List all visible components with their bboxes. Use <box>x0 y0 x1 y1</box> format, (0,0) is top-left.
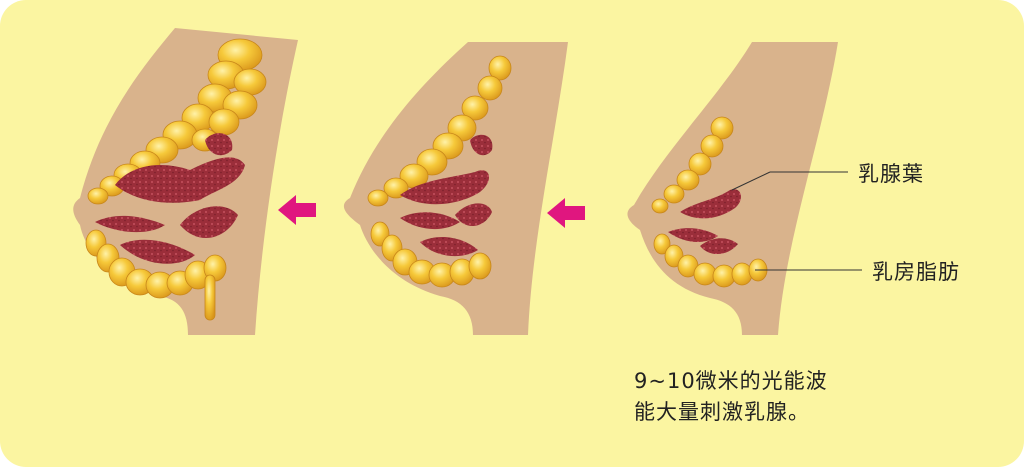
breast-small-skin <box>627 42 838 335</box>
arrow-left-1 <box>278 195 316 225</box>
caption-line-1: 9~10微米的光能波 <box>634 369 828 393</box>
breast-small-fat <box>651 116 768 288</box>
breast-medium-fat <box>367 55 512 288</box>
caption-line-2: 能大量刺激乳腺。 <box>634 400 810 424</box>
breast-medium-gland <box>400 134 493 257</box>
breast-large <box>73 28 298 335</box>
breast-medium <box>343 42 568 335</box>
caption: 9~10微米的光能波 能大量刺激乳腺。 <box>634 366 828 428</box>
breast-small-gland <box>668 189 742 255</box>
breast-small <box>627 42 838 335</box>
label-mammary-lobe: 乳腺葉 <box>858 162 924 186</box>
leader-line-mammary-lobe <box>731 171 771 191</box>
breast-large-gland <box>95 133 245 264</box>
arrow-left-2 <box>547 198 585 228</box>
label-breast-fat: 乳房脂肪 <box>872 260 960 284</box>
breast-large-fat <box>85 38 267 321</box>
